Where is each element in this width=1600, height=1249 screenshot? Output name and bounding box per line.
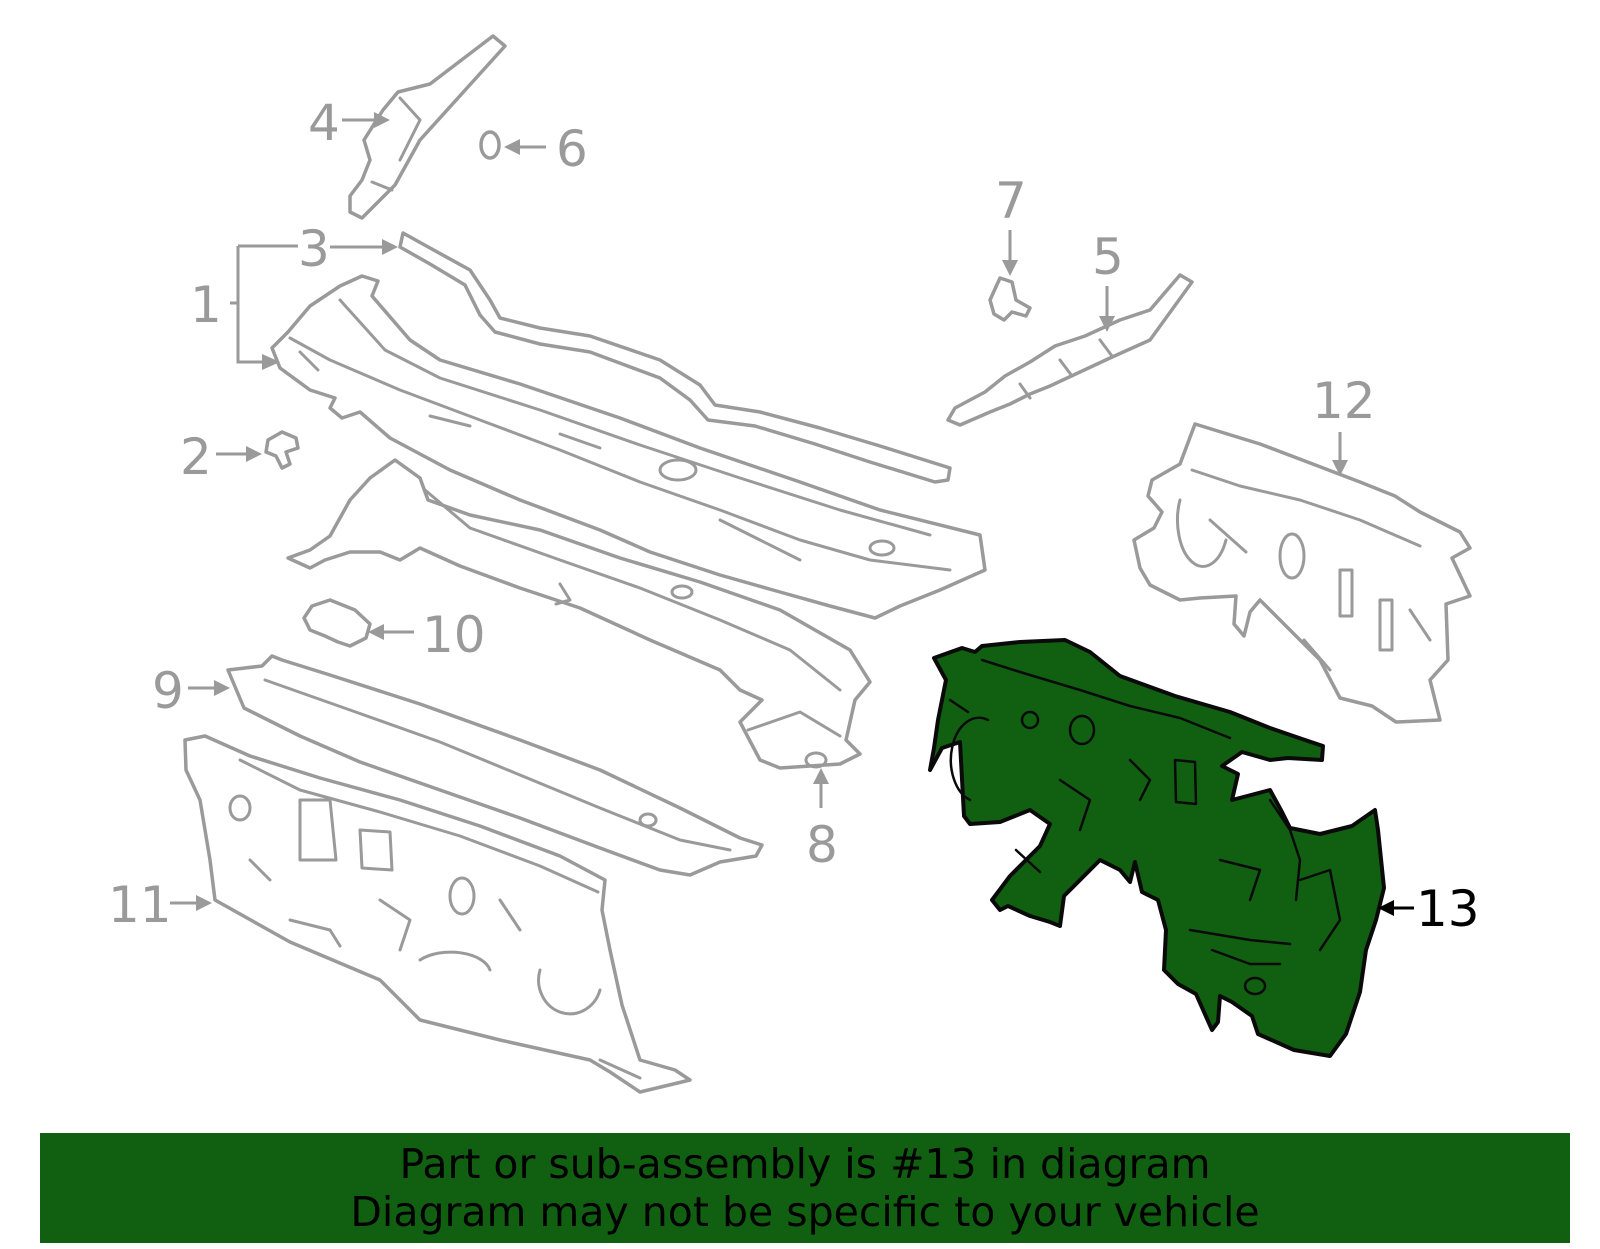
part-4-pillar-bracket[interactable] [348,34,507,220]
part-7-clip[interactable] [988,276,1032,322]
callout-10: 10 [368,606,486,664]
callout-label-3: 3 [298,220,330,278]
part-2-clip[interactable] [264,430,300,470]
callout-label-7: 7 [995,172,1027,230]
part-10-bracket[interactable] [302,598,372,648]
callout-label-6: 6 [556,120,588,178]
part-6-grommet[interactable] [479,130,501,160]
part-5-side-bracket[interactable] [946,273,1194,427]
callout-label-8: 8 [806,816,838,874]
banner-line-part-number: Part or sub-assembly is #13 in diagram [399,1140,1211,1188]
parts-diagram: 1 3 4 6 2 7 5 12 [108,34,1480,1094]
callout-label-5: 5 [1092,228,1124,286]
banner-line-disclaimer: Diagram may not be specific to your vehi… [350,1188,1260,1236]
callout-6: 6 [504,120,588,178]
callout-12: 12 [1312,372,1376,476]
part-11-dash-panel[interactable] [183,734,692,1094]
callout-label-9: 9 [152,662,184,720]
callout-13: 13 [1378,880,1480,938]
part-9-reinforcement[interactable] [226,654,764,877]
callout-label-1: 1 [190,276,222,334]
callout-8: 8 [806,768,838,874]
part-1-cowl-panel[interactable] [270,274,987,620]
callout-label-12: 12 [1312,372,1376,430]
callout-1: 1 [190,244,298,370]
callout-11: 11 [108,876,212,934]
callout-label-13: 13 [1416,880,1480,938]
callout-3: 3 [298,220,398,278]
callout-label-4: 4 [308,94,340,152]
part-8-cowl-inner[interactable] [286,458,872,770]
callout-label-11: 11 [108,876,172,934]
part-3-seal-strip[interactable] [398,231,952,484]
callout-label-2: 2 [180,428,212,486]
part-13-dash-insulator-highlighted[interactable] [928,638,1386,1058]
callout-7: 7 [995,172,1027,276]
callout-5: 5 [1092,228,1124,332]
info-banner: Part or sub-assembly is #13 in diagram D… [40,1133,1570,1243]
callout-9: 9 [152,662,230,720]
part-12-insulator[interactable] [1132,422,1472,724]
callout-4: 4 [308,94,390,152]
callout-label-10: 10 [422,606,486,664]
callout-2: 2 [180,428,262,486]
